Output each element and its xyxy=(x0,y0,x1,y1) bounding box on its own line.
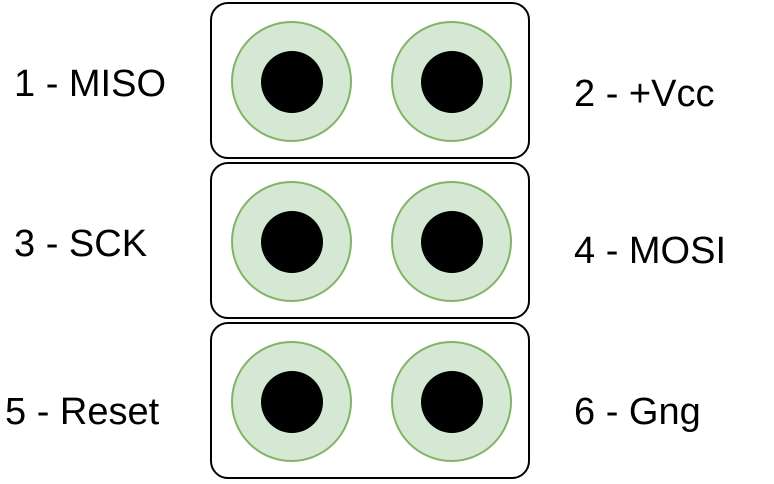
pin-4-hole xyxy=(420,210,483,273)
pin-1-label: 1 - MISO xyxy=(14,63,167,105)
pin-5-label: 5 - Reset xyxy=(5,391,160,433)
pin-2-hole xyxy=(420,50,483,113)
pin-3-label: 3 - SCK xyxy=(14,223,148,265)
pin-5 xyxy=(231,341,352,462)
pin-row-1 xyxy=(210,2,530,159)
pin-3 xyxy=(231,181,352,302)
pin-6-label: 6 - Gng xyxy=(574,391,701,433)
pin-4-label: 4 - MOSI xyxy=(574,230,727,272)
pin-3-hole xyxy=(260,210,323,273)
pin-row-2 xyxy=(210,162,530,319)
pin-1 xyxy=(231,21,352,142)
pin-5-hole xyxy=(260,370,323,433)
pin-1-hole xyxy=(260,50,323,113)
pin-2 xyxy=(391,21,512,142)
pin-6 xyxy=(391,341,512,462)
pin-6-hole xyxy=(420,370,483,433)
pin-2-label: 2 - +Vcc xyxy=(574,73,715,115)
pin-4 xyxy=(391,181,512,302)
pin-row-3 xyxy=(210,322,530,479)
